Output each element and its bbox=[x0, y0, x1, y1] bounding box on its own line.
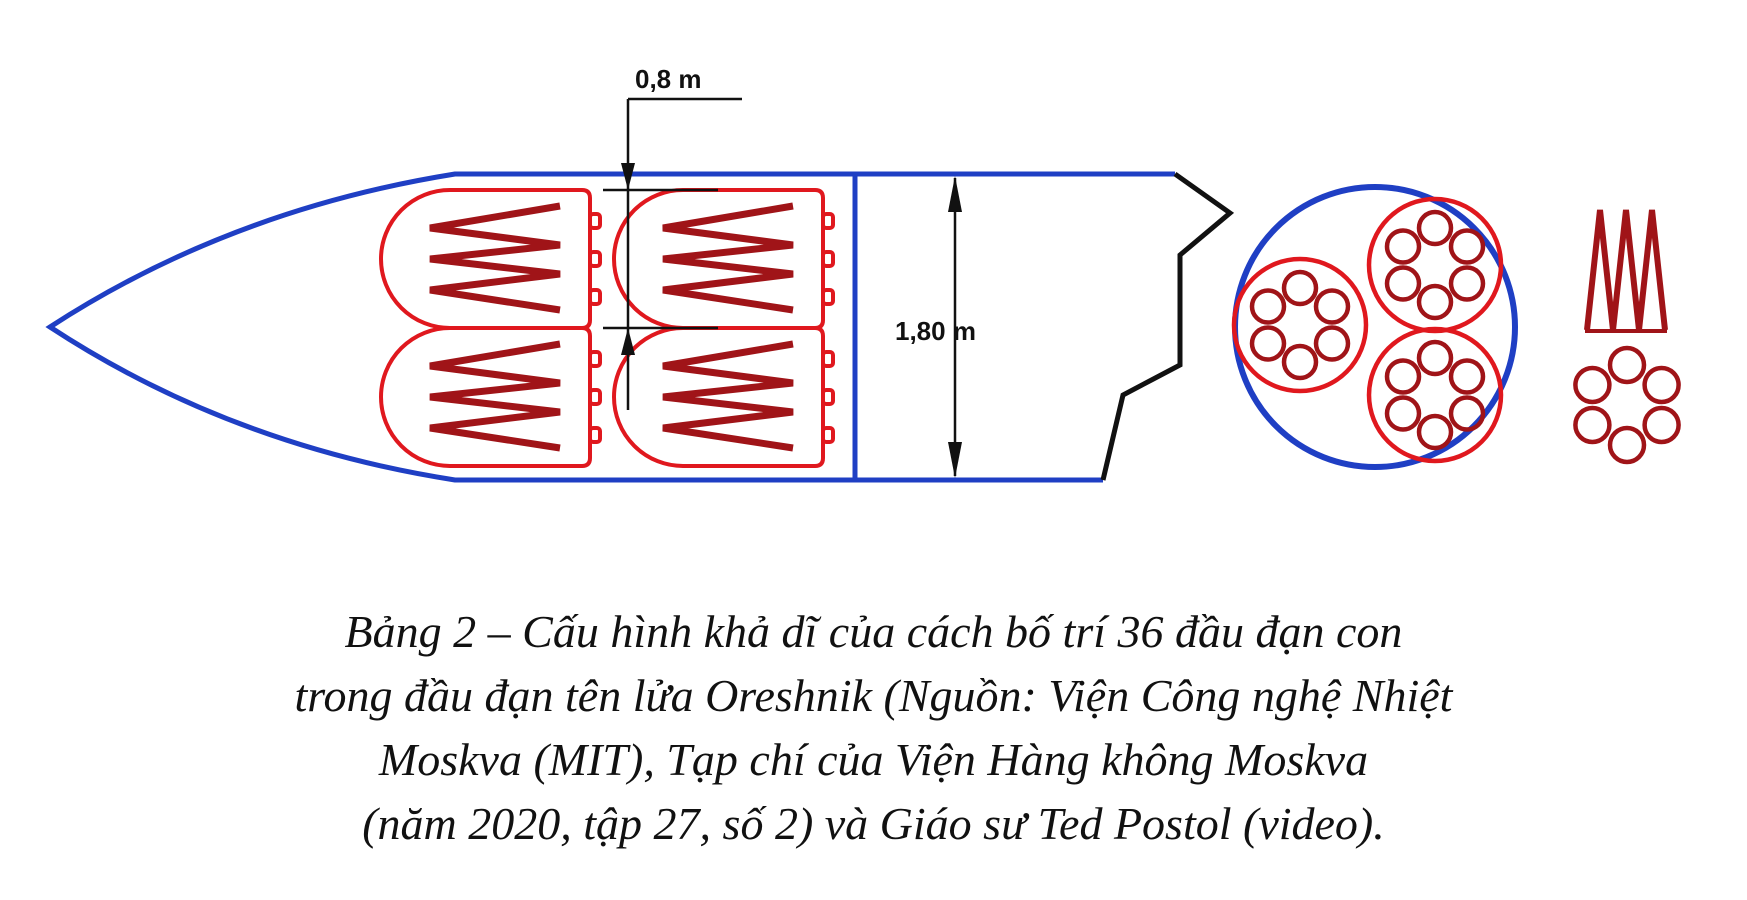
warhead-circle bbox=[1313, 325, 1351, 362]
connector-tab bbox=[821, 350, 835, 368]
warhead-cone bbox=[662, 340, 794, 452]
warhead-circle bbox=[1384, 265, 1422, 302]
connector-tab bbox=[588, 388, 602, 406]
warhead-circle bbox=[1281, 269, 1319, 307]
warhead-circle bbox=[1281, 343, 1319, 381]
diameter-label: 1,80 m bbox=[895, 316, 976, 346]
canister-bottom-left bbox=[379, 326, 592, 468]
connector-tab bbox=[821, 388, 835, 406]
side-warhead-cones bbox=[429, 202, 794, 452]
warhead-circle bbox=[1313, 288, 1351, 325]
warhead-circle bbox=[1448, 265, 1486, 302]
missile-hull-outline bbox=[45, 171, 1175, 483]
rear-break-edge bbox=[1100, 171, 1235, 481]
connector-tab bbox=[588, 250, 602, 268]
warhead-circle bbox=[1642, 405, 1681, 445]
cross-section-canisters bbox=[1231, 196, 1504, 464]
warhead-circle bbox=[1384, 228, 1422, 265]
warhead-cone bbox=[1584, 209, 1668, 331]
warhead-circle bbox=[1416, 413, 1454, 451]
connector-tab bbox=[821, 288, 835, 306]
connector-tab bbox=[821, 212, 835, 230]
arrowhead bbox=[948, 176, 962, 212]
gap-label: 0,8 m bbox=[635, 64, 702, 94]
arrowhead bbox=[621, 163, 635, 190]
warhead-circle bbox=[1384, 358, 1422, 395]
canister-top-left bbox=[379, 188, 592, 330]
warhead-circle bbox=[1573, 365, 1612, 405]
connector-tab bbox=[821, 250, 835, 268]
connector-tab bbox=[588, 288, 602, 306]
warhead-circle bbox=[1249, 288, 1287, 325]
arrowhead bbox=[621, 328, 635, 355]
connector-tab bbox=[588, 426, 602, 444]
warhead-cone bbox=[429, 340, 561, 452]
caption-line-2: trong đầu đạn tên lửa Oreshnik (Nguồn: V… bbox=[294, 670, 1453, 721]
warhead-circle bbox=[1642, 365, 1681, 405]
cross-section-canister bbox=[1231, 256, 1369, 394]
cross-section-canister bbox=[1366, 326, 1504, 464]
warhead-circle bbox=[1607, 425, 1647, 465]
single-group-top-view bbox=[1573, 345, 1681, 465]
cross-section-canister bbox=[1366, 196, 1504, 334]
warhead-circle bbox=[1416, 283, 1454, 321]
arrowhead bbox=[948, 442, 962, 478]
warhead-diagram: 0,8 m 1,80 m bbox=[45, 64, 1681, 483]
warhead-cone bbox=[662, 202, 794, 314]
caption-line-4: (năm 2020, tập 27, số 2) và Giáo sư Ted … bbox=[362, 798, 1385, 849]
single-group-side-view bbox=[1584, 209, 1668, 333]
warhead-circle bbox=[1448, 228, 1486, 265]
side-canisters bbox=[379, 188, 835, 468]
warhead-circle bbox=[1249, 325, 1287, 362]
warhead-circle bbox=[1448, 358, 1486, 395]
warhead-circle bbox=[1573, 405, 1612, 445]
warhead-circle bbox=[1416, 209, 1454, 247]
warhead-circle bbox=[1384, 395, 1422, 432]
caption-line-1: Bảng 2 – Cấu hình khả dĩ của cách bố trí… bbox=[344, 606, 1403, 657]
warhead-circle bbox=[1416, 339, 1454, 377]
connector-tab bbox=[821, 426, 835, 444]
warhead-circle bbox=[1607, 345, 1647, 385]
warhead-cone bbox=[429, 202, 561, 314]
diameter-dimension bbox=[948, 176, 962, 478]
caption-line-3: Moskva (MIT), Tạp chí của Viện Hàng khôn… bbox=[378, 734, 1369, 785]
gap-dimension bbox=[603, 97, 742, 410]
connector-tab bbox=[588, 350, 602, 368]
connector-tab bbox=[588, 212, 602, 230]
warhead-circle bbox=[1448, 395, 1486, 432]
figure-caption: Bảng 2 – Cấu hình khả dĩ của cách bố trí… bbox=[0, 600, 1747, 856]
canister-top-right bbox=[612, 188, 825, 330]
